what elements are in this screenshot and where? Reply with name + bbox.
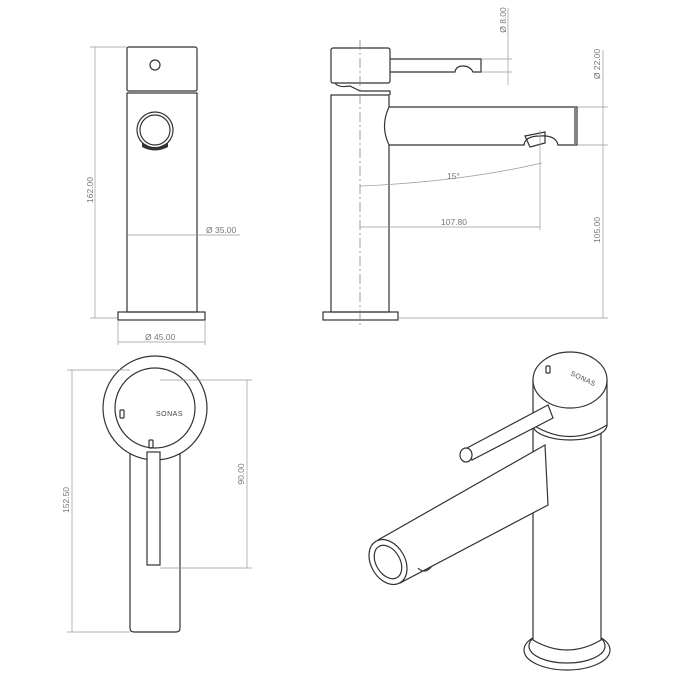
dim-body-diameter: Ø 35.00 <box>206 225 237 235</box>
dim-handle-length: 90.00 <box>236 463 246 485</box>
dim-height: 162.00 <box>85 177 95 203</box>
side-view: Ø 8.00 Ø 22.00 15° 107.80 105.00 <box>322 7 608 328</box>
dim-reach: 107.80 <box>441 217 467 227</box>
dim-spout-height: 105.00 <box>592 217 602 243</box>
dim-spout-diameter: Ø 22.00 <box>592 49 602 80</box>
dim-lever-diameter: Ø 8.00 <box>498 7 508 33</box>
front-view: 162.00 Ø 35.00 Ø 45.00 <box>85 46 240 345</box>
iso-view: SONAS <box>368 351 611 671</box>
top-brand-logo: SONAS <box>156 411 183 418</box>
dim-base-diameter: Ø 45.00 <box>145 332 176 342</box>
dim-angle: 15° <box>447 171 460 181</box>
top-view: SONAS 90.00 152.50 <box>61 355 252 633</box>
dim-total-length: 152.50 <box>61 487 71 513</box>
